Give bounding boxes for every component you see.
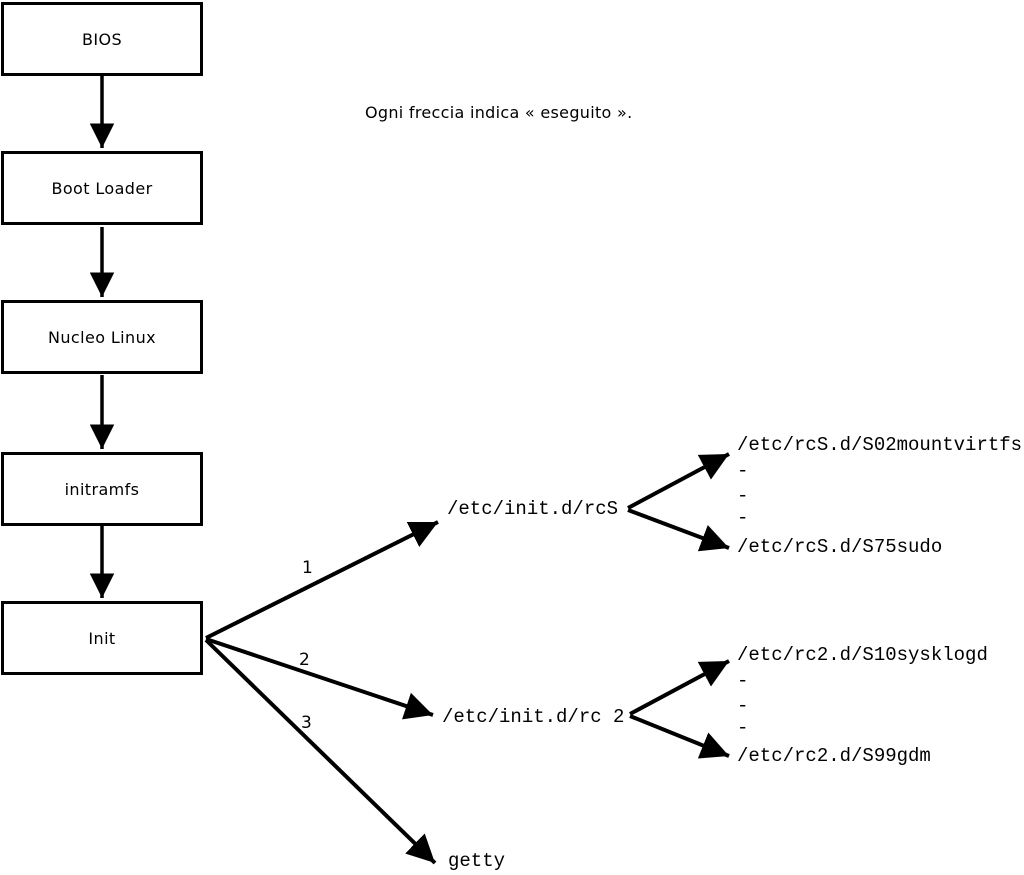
node-init-d-rcs: /etc/init.d/rcS: [447, 498, 619, 520]
arrow-init-to-rcs: [205, 520, 439, 640]
node-boot-loader: Boot Loader: [1, 151, 203, 225]
node-initramfs: initramfs: [1, 452, 203, 526]
node-init-label: Init: [88, 628, 116, 648]
node-getty: getty: [448, 850, 506, 872]
node-rc2-first-script: /etc/rc2.d/S10sysklogd: [737, 644, 988, 666]
node-bios: BIOS: [1, 2, 203, 76]
branch-number-2: 2: [299, 650, 310, 670]
rcs-ellipsis-dash: -: [737, 507, 749, 529]
rcs-ellipsis-dash: -: [737, 485, 749, 507]
node-rc2-last-script: /etc/rc2.d/S99gdm: [737, 745, 931, 767]
node-bios-label: BIOS: [81, 29, 123, 49]
node-linux-kernel-label: Nucleo Linux: [48, 327, 156, 347]
diagram-caption: Ogni freccia indica « eseguito ».: [365, 103, 633, 122]
branch-number-1: 1: [302, 558, 313, 578]
rc2-ellipsis-dash: -: [737, 695, 749, 717]
node-linux-kernel: Nucleo Linux: [1, 300, 203, 374]
arrow-init-to-getty: [204, 638, 437, 865]
arrow-rcs-to-last-script: [627, 508, 730, 552]
arrow-rc2-to-first-script: [629, 659, 730, 716]
rc2-ellipsis-dash: -: [737, 670, 749, 692]
node-boot-loader-label: Boot Loader: [51, 178, 153, 198]
rc2-ellipsis-dash: -: [737, 717, 749, 739]
arrow-rcs-to-first-script: [627, 452, 730, 510]
branch-number-3: 3: [301, 713, 312, 733]
arrow-rc2-to-last-script: [629, 714, 730, 759]
node-initramfs-label: initramfs: [64, 479, 140, 499]
node-rcs-last-script: /etc/rcS.d/S75sudo: [737, 536, 943, 558]
node-init: Init: [1, 601, 203, 675]
arrow-init-to-rc2: [205, 637, 434, 720]
node-rcs-first-script: /etc/rcS.d/S02mountvirtfs: [737, 434, 1023, 456]
node-init-d-rc2: /etc/init.d/rc 2: [442, 706, 625, 728]
rcs-ellipsis-dash: -: [737, 460, 749, 482]
